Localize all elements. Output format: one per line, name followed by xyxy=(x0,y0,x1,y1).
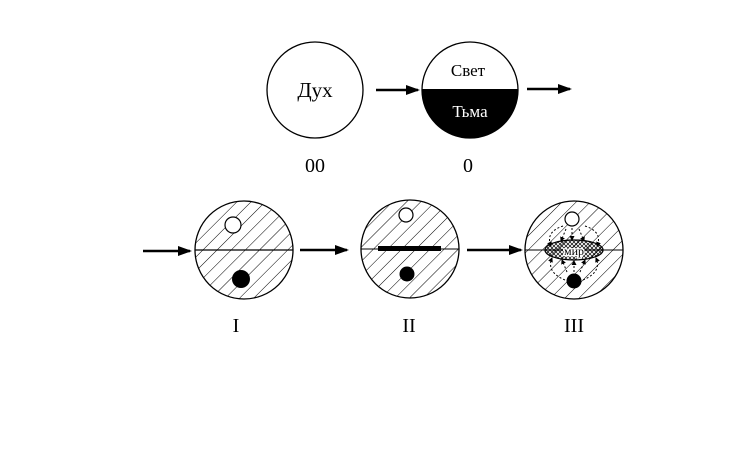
stage-2-barrier xyxy=(378,246,441,251)
spirit-label: Дух xyxy=(297,78,333,102)
stage-2-light-dot xyxy=(398,207,414,223)
stage-1: I xyxy=(194,200,294,337)
stage-3: мир III xyxy=(524,200,624,337)
stage-3-caption: III xyxy=(564,315,584,337)
light-label: Свет xyxy=(451,61,486,80)
light-dark-circle xyxy=(421,41,519,139)
stage-1-light-dot xyxy=(224,216,242,234)
world-label: мир xyxy=(564,244,584,258)
light-dark-caption: 0 xyxy=(463,155,473,177)
spirit-stage: Дух 00 xyxy=(266,41,364,177)
spirit-caption: 00 xyxy=(305,155,325,177)
stage-2-caption: II xyxy=(402,315,415,337)
stage-2: II xyxy=(360,199,460,337)
stage-1-caption: I xyxy=(233,315,240,337)
stage-3-dark-dot xyxy=(566,273,582,289)
stage-3-light-dot xyxy=(564,211,580,227)
spirit-circle xyxy=(266,41,364,139)
stage-2-dark-dot xyxy=(399,266,415,282)
world-ellipse xyxy=(544,239,604,261)
stage-1-dark-dot xyxy=(232,270,250,288)
darkness-label: Тьма xyxy=(452,102,488,121)
light-dark-stage: Свет Тьма 0 xyxy=(421,41,519,177)
